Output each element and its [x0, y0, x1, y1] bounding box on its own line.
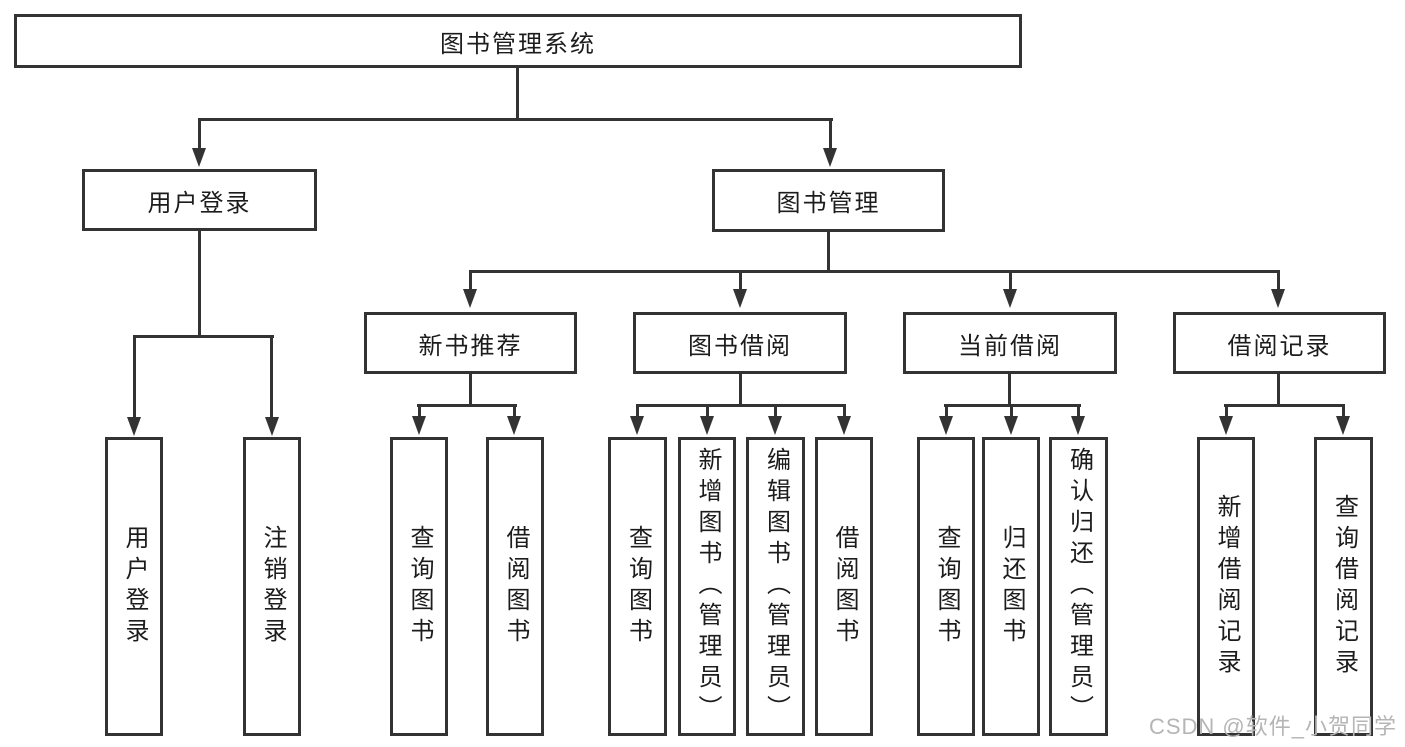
arrowhead	[630, 416, 644, 435]
connector-stem	[1009, 270, 1012, 291]
connector-stem	[1008, 374, 1011, 407]
connector-stem	[945, 404, 948, 418]
connector-rail	[133, 335, 274, 338]
arrowhead	[1219, 416, 1233, 435]
node-new-book-recommendation: 新书推荐	[364, 312, 577, 374]
arrowhead	[192, 148, 206, 167]
connector-stem	[198, 118, 201, 150]
arrowhead	[127, 417, 141, 436]
connector-stem	[636, 404, 639, 418]
arrowhead	[1003, 289, 1017, 308]
node-return-books: 归还图书	[982, 437, 1040, 736]
node-borrow-books-recommend: 借阅图书	[486, 437, 544, 736]
connector-stem	[827, 232, 830, 273]
connector-stem	[829, 118, 832, 150]
node-query-books-recommend: 查询图书	[390, 437, 448, 736]
node-add-borrow-record: 新增借阅记录	[1197, 437, 1255, 736]
node-query-books-borrowing: 查询图书	[608, 437, 667, 736]
arrowhead	[823, 148, 837, 167]
arrowhead	[733, 289, 747, 308]
arrowhead	[837, 416, 851, 435]
node-query-borrow-record: 查询借阅记录	[1314, 437, 1373, 736]
node-query-books-current: 查询图书	[917, 437, 975, 736]
connector-stem	[1077, 404, 1080, 418]
node-add-books-admin: 新增图书（管理员）	[678, 437, 736, 736]
connector-stem	[1342, 404, 1345, 418]
connector-level2-rail	[469, 270, 1280, 273]
connector-stem	[469, 374, 472, 407]
node-current-borrowing: 当前借阅	[903, 312, 1117, 374]
connector-stem	[843, 404, 846, 418]
connector-stem	[513, 404, 516, 418]
node-borrowing-records: 借阅记录	[1173, 312, 1386, 374]
arrowhead	[412, 416, 426, 435]
node-book-management: 图书管理	[712, 169, 945, 232]
connector-rail	[1224, 404, 1345, 407]
node-logout: 注销登录	[243, 437, 301, 736]
connector-stem	[1225, 404, 1228, 418]
arrowhead	[1271, 289, 1285, 308]
connector-stem	[1010, 404, 1013, 418]
connector-stem	[739, 374, 742, 407]
connector-stem	[706, 404, 709, 418]
csdn-watermark: CSDN @软件_小贺同学	[1148, 714, 1397, 739]
connector-stem	[469, 270, 472, 291]
node-edit-books-admin: 编辑图书（管理员）	[746, 437, 805, 736]
arrowhead	[1071, 416, 1085, 435]
connector-stem	[133, 335, 136, 418]
connector-root-stem	[516, 66, 519, 121]
arrowhead	[463, 289, 477, 308]
arrowhead	[700, 416, 714, 435]
connector-level1-rail	[198, 118, 833, 121]
node-confirm-return-admin: 确认归还（管理员）	[1049, 437, 1108, 736]
connector-stem	[1277, 374, 1280, 407]
connector-stem	[739, 270, 742, 291]
arrowhead	[1336, 416, 1350, 435]
connector-stem	[418, 404, 421, 418]
arrowhead	[768, 416, 782, 435]
node-book-borrowing: 图书借阅	[633, 312, 847, 374]
arrowhead	[265, 417, 279, 436]
node-library-management-system: 图书管理系统	[14, 14, 1022, 68]
connector-stem	[270, 335, 273, 418]
node-user-login-action: 用户登录	[105, 437, 163, 736]
connector-stem	[198, 231, 201, 337]
connector-rail	[636, 404, 846, 407]
arrowhead	[939, 416, 953, 435]
connector-stem	[1277, 270, 1280, 291]
connector-stem	[774, 404, 777, 418]
node-borrow-books: 借阅图书	[815, 437, 873, 736]
connector-rail	[417, 404, 517, 407]
arrowhead	[1004, 416, 1018, 435]
arrowhead	[507, 416, 521, 435]
node-user-login: 用户登录	[82, 169, 317, 231]
